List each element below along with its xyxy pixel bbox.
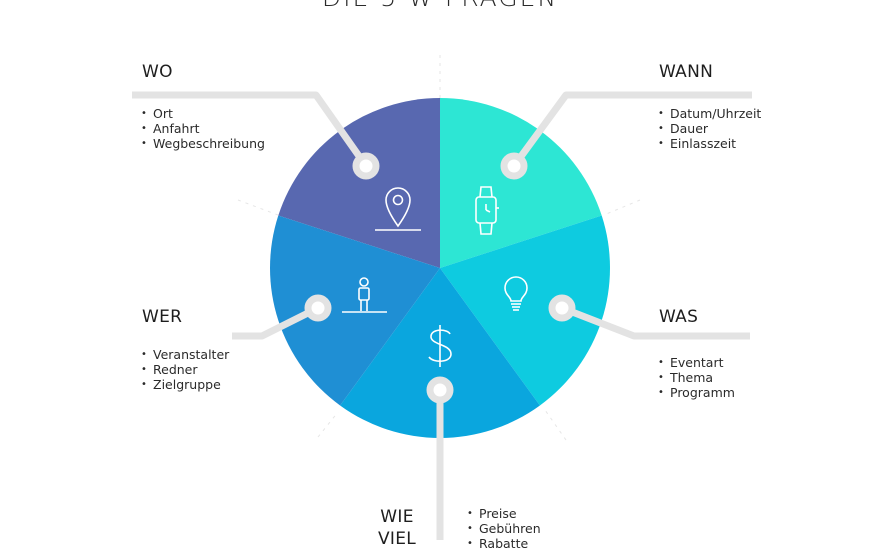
- segment-was: [440, 215, 610, 406]
- list-item: Gebühren: [466, 521, 541, 536]
- connector-rings: [304, 152, 576, 404]
- heading-wann: WANN: [659, 62, 714, 82]
- connector-wo: [132, 91, 369, 169]
- heading-wieviel-line2: VIEL: [378, 529, 417, 549]
- list-wo: Ort Anfahrt Wegbeschreibung: [140, 106, 265, 151]
- ring-was: [548, 294, 576, 322]
- list-was: Eventart Thema Programm: [657, 355, 735, 400]
- list-item: Redner: [140, 362, 229, 377]
- list-item: Anfahrt: [140, 121, 265, 136]
- heading-wieviel-line1: WIE: [380, 507, 414, 527]
- heading-wieviel: WIE VIEL: [378, 506, 416, 550]
- heading-wer: WER: [142, 307, 183, 327]
- list-item: Einlasszeit: [657, 136, 761, 151]
- page-title: DIE 5 W-FRAGEN: [0, 0, 880, 12]
- list-item: Datum/Uhrzeit: [657, 106, 761, 121]
- list-item: Preise: [466, 506, 541, 521]
- list-item: Rabatte: [466, 536, 541, 551]
- list-item: Eventart: [657, 355, 735, 370]
- location-pin-icon: [375, 187, 421, 231]
- list-wer: Veranstalter Redner Zielgruppe: [140, 347, 229, 392]
- segment-wer: [270, 215, 440, 406]
- dollar-icon: [428, 325, 452, 367]
- list-item: Thema: [657, 370, 735, 385]
- heading-was: WAS: [659, 307, 699, 327]
- guide-lines: [237, 55, 641, 441]
- segment-wo: [278, 98, 440, 268]
- list-item: Wegbeschreibung: [140, 136, 265, 151]
- lightbulb-icon: [504, 276, 528, 311]
- list-item: Programm: [657, 385, 735, 400]
- list-item: Ort: [140, 106, 265, 121]
- ring-wo: [352, 152, 380, 180]
- ring-wieviel: [426, 376, 454, 404]
- wristwatch-icon: [475, 186, 499, 235]
- list-item: Zielgruppe: [140, 377, 229, 392]
- list-item: Veranstalter: [140, 347, 229, 362]
- list-item: Dauer: [657, 121, 761, 136]
- connector-was: [560, 304, 750, 340]
- connector-wer: [232, 304, 320, 340]
- person-icon: [342, 277, 387, 313]
- ring-wann: [500, 152, 528, 180]
- heading-wo: WO: [142, 62, 173, 82]
- connector-wann: [511, 91, 752, 169]
- list-wann: Datum/Uhrzeit Dauer Einlasszeit: [657, 106, 761, 151]
- list-wieviel: Preise Gebühren Rabatte: [466, 506, 541, 551]
- connectors: [132, 91, 752, 540]
- ring-wer: [304, 294, 332, 322]
